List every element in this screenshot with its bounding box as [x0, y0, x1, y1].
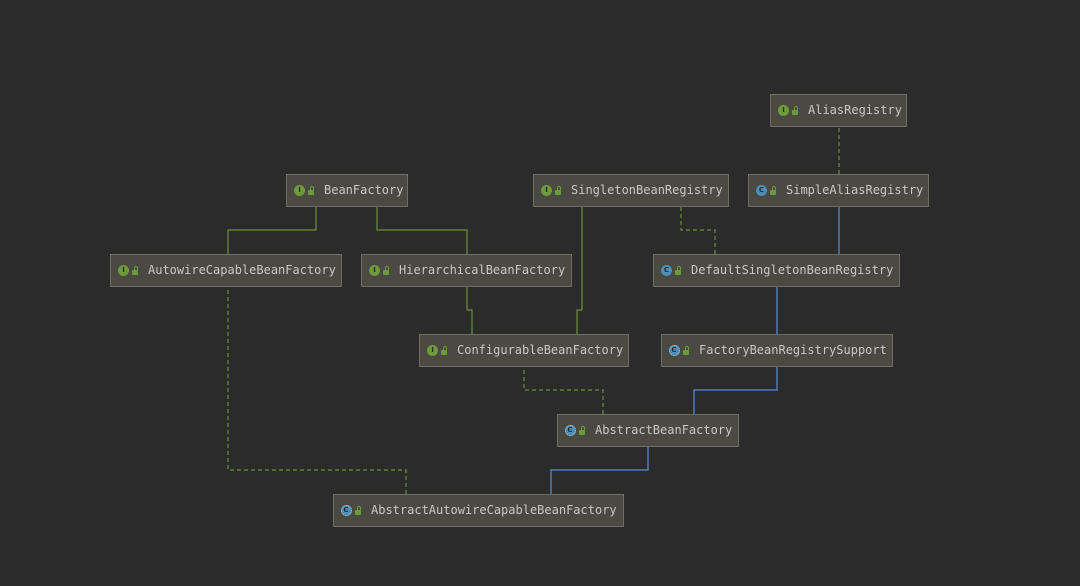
edge-autowirecapablebeanfactory-to-beanfactory [227, 207, 317, 254]
node-label: AbstractBeanFactory [595, 423, 733, 437]
node-label: AliasRegistry [808, 103, 902, 117]
node-hierarchicalbeanfactory[interactable]: HierarchicalBeanFactory [361, 254, 572, 287]
public-visibility-icon [555, 186, 561, 195]
interface-icon [294, 185, 305, 196]
node-simplealiasregistry[interactable]: SimpleAliasRegistry [748, 174, 929, 207]
node-label: ConfigurableBeanFactory [457, 343, 624, 357]
public-visibility-icon [675, 266, 681, 275]
public-visibility-icon [383, 266, 389, 275]
public-visibility-icon [792, 106, 798, 115]
node-label: AutowireCapableBeanFactory [148, 263, 336, 277]
interface-icon [778, 105, 789, 116]
edge-hierarchicalbeanfactory-to-beanfactory [376, 207, 468, 254]
edge-defaultsingletonbeanregistry-to-singletonbeanregistry [680, 207, 716, 254]
node-label: DefaultSingletonBeanRegistry [691, 263, 894, 277]
node-label: HierarchicalBeanFactory [399, 263, 566, 277]
public-visibility-icon [770, 186, 776, 195]
edge-configurablebeanfactory-to-hierarchicalbeanfactory [466, 287, 473, 334]
node-label: SimpleAliasRegistry [786, 183, 924, 197]
node-defaultsingletonbeanregistry[interactable]: DefaultSingletonBeanRegistry [653, 254, 900, 287]
public-visibility-icon [683, 346, 689, 355]
node-singletonbeanregistry[interactable]: SingletonBeanRegistry [533, 174, 729, 207]
node-factorybeanregistrysupport[interactable]: FactoryBeanRegistrySupport [661, 334, 893, 367]
node-label: SingletonBeanRegistry [571, 183, 723, 197]
abstract-class-icon [565, 425, 576, 436]
public-visibility-icon [579, 426, 585, 435]
class-icon [661, 265, 672, 276]
class-icon [756, 185, 767, 196]
interface-icon [118, 265, 129, 276]
edge-abstractbeanfactory-to-factorybeanregistrysupport [693, 367, 778, 414]
edge-abstractautowirecapablebeanfactory-to-abstractbeanfactory [550, 447, 649, 494]
node-abstractbeanfactory[interactable]: AbstractBeanFactory [557, 414, 739, 447]
edge-abstractautowirecapablebeanfactory-to-autowirecapablebeanfactory [227, 287, 407, 494]
public-visibility-icon [132, 266, 138, 275]
interface-icon [369, 265, 380, 276]
node-label: AbstractAutowireCapableBeanFactory [371, 503, 617, 517]
abstract-class-icon [341, 505, 352, 516]
public-visibility-icon [441, 346, 447, 355]
interface-icon [541, 185, 552, 196]
public-visibility-icon [355, 506, 361, 515]
node-label: BeanFactory [324, 183, 404, 197]
node-beanfactory[interactable]: BeanFactory [286, 174, 408, 207]
node-aliasregistry[interactable]: AliasRegistry [770, 94, 907, 127]
interface-icon [427, 345, 438, 356]
edge-abstractbeanfactory-to-configurablebeanfactory [523, 367, 604, 414]
node-configurablebeanfactory[interactable]: ConfigurableBeanFactory [419, 334, 629, 367]
public-visibility-icon [308, 186, 314, 195]
abstract-class-icon [669, 345, 680, 356]
node-label: FactoryBeanRegistrySupport [699, 343, 887, 357]
edge-configurablebeanfactory-to-singletonbeanregistry [576, 207, 583, 334]
node-autowirecapablebeanfactory[interactable]: AutowireCapableBeanFactory [110, 254, 342, 287]
node-abstractautowirecapablebeanfactory[interactable]: AbstractAutowireCapableBeanFactory [333, 494, 624, 527]
